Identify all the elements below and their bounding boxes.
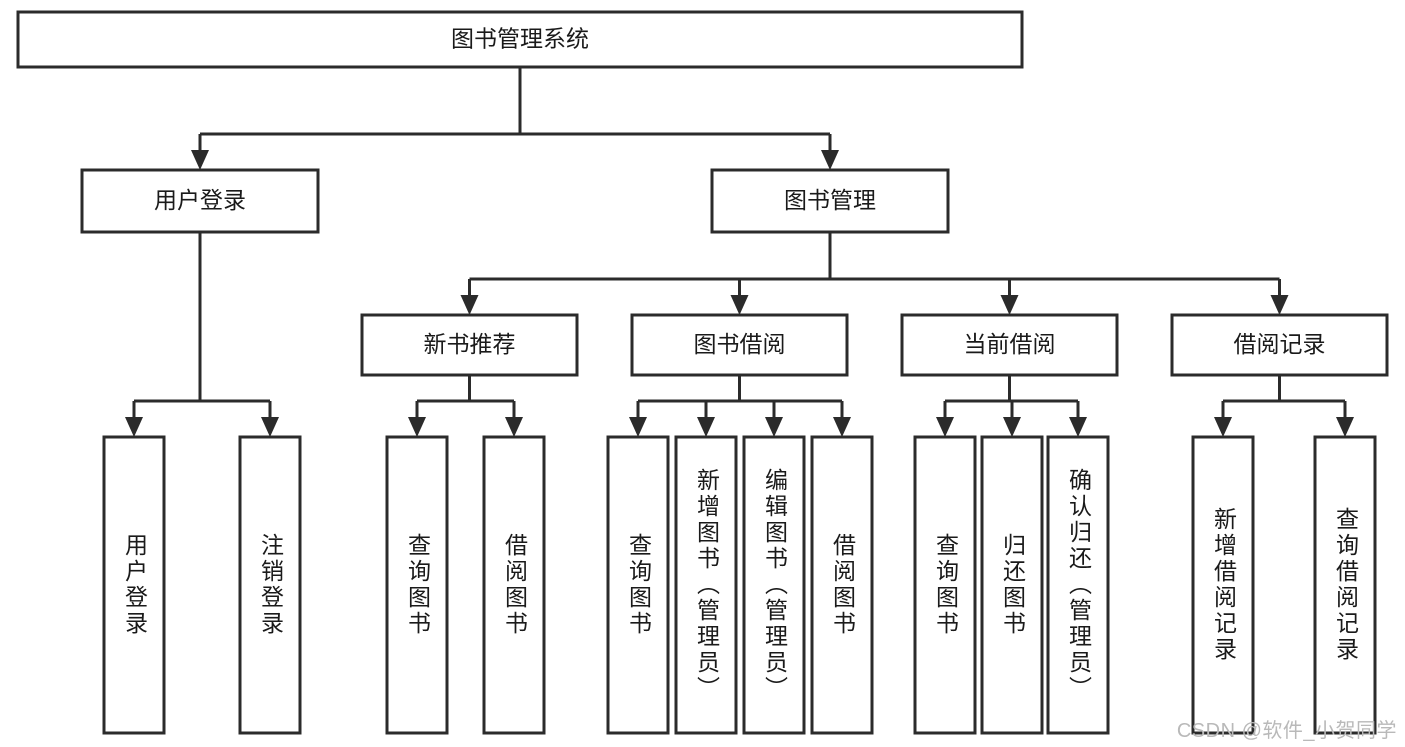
node-borrow-record[interactable] bbox=[1170, 313, 1389, 377]
node-leaf-confirm-return[interactable] bbox=[1046, 435, 1110, 735]
node-leaf-return-book[interactable] bbox=[980, 435, 1044, 735]
arrow-head-icon bbox=[505, 417, 523, 437]
node-root-label: 图书管理系统 bbox=[451, 26, 589, 52]
edge-group-current-borrow bbox=[936, 375, 1087, 437]
edge-group-new-book-rec bbox=[408, 375, 523, 437]
node-book-borrow[interactable] bbox=[630, 313, 849, 377]
arrow-head-icon bbox=[1003, 417, 1021, 437]
arrow-head-icon bbox=[833, 417, 851, 437]
edge-group-borrow-record bbox=[1214, 375, 1354, 437]
node-borrow-record-label: 借阅记录 bbox=[1234, 331, 1326, 357]
arrow-head-icon bbox=[125, 417, 143, 437]
node-leaf-borrow-book[interactable] bbox=[810, 435, 874, 735]
csdn-watermark: CSDN @软件_小贺同学 bbox=[1176, 720, 1397, 742]
node-leaf-query-book-rec[interactable] bbox=[385, 435, 449, 735]
node-leaf-query-record[interactable] bbox=[1313, 435, 1377, 735]
node-leaf-user-logout[interactable] bbox=[238, 435, 302, 735]
edge-group-user-login bbox=[125, 232, 279, 437]
arrow-head-icon bbox=[821, 150, 839, 170]
node-new-book-rec-label: 新书推荐 bbox=[424, 331, 516, 357]
arrow-head-icon bbox=[1270, 295, 1289, 315]
arrow-head-icon bbox=[1069, 417, 1087, 437]
node-new-book-rec[interactable] bbox=[360, 313, 579, 377]
arrow-head-icon bbox=[1336, 417, 1354, 437]
edge-group-book-manage bbox=[460, 232, 1289, 315]
edges-layer bbox=[125, 67, 1354, 437]
node-book-manage[interactable] bbox=[710, 168, 950, 234]
arrow-head-icon bbox=[629, 417, 647, 437]
arrow-head-icon bbox=[765, 417, 783, 437]
edge-group-book-borrow bbox=[629, 375, 851, 437]
node-leaf-query-book-current[interactable] bbox=[913, 435, 977, 735]
node-current-borrow[interactable] bbox=[900, 313, 1119, 377]
node-book-manage-label: 图书管理 bbox=[784, 187, 876, 213]
node-leaf-query-book-borrow[interactable] bbox=[606, 435, 670, 735]
node-current-borrow-label: 当前借阅 bbox=[964, 331, 1056, 357]
arrow-head-icon bbox=[1000, 295, 1019, 315]
node-leaf-add-record[interactable] bbox=[1191, 435, 1255, 735]
arrow-head-icon bbox=[936, 417, 954, 437]
node-root[interactable] bbox=[16, 10, 1024, 69]
arrow-head-icon bbox=[191, 150, 209, 170]
edge-group-root bbox=[191, 67, 839, 170]
arrow-head-icon bbox=[730, 295, 749, 315]
arrow-head-icon bbox=[261, 417, 279, 437]
node-book-borrow-label: 图书借阅 bbox=[694, 331, 786, 357]
node-user-login-label: 用户登录 bbox=[154, 187, 246, 213]
arrow-head-icon bbox=[1214, 417, 1232, 437]
node-leaf-edit-book[interactable] bbox=[742, 435, 806, 735]
node-user-login[interactable] bbox=[80, 168, 320, 234]
nodes-layer bbox=[16, 10, 1389, 735]
arrow-head-icon bbox=[408, 417, 426, 437]
node-leaf-user-login[interactable] bbox=[102, 435, 166, 735]
arrow-head-icon bbox=[460, 295, 479, 315]
arrow-head-icon bbox=[697, 417, 715, 437]
node-leaf-borrow-book-rec[interactable] bbox=[482, 435, 546, 735]
node-leaf-add-book[interactable] bbox=[674, 435, 738, 735]
